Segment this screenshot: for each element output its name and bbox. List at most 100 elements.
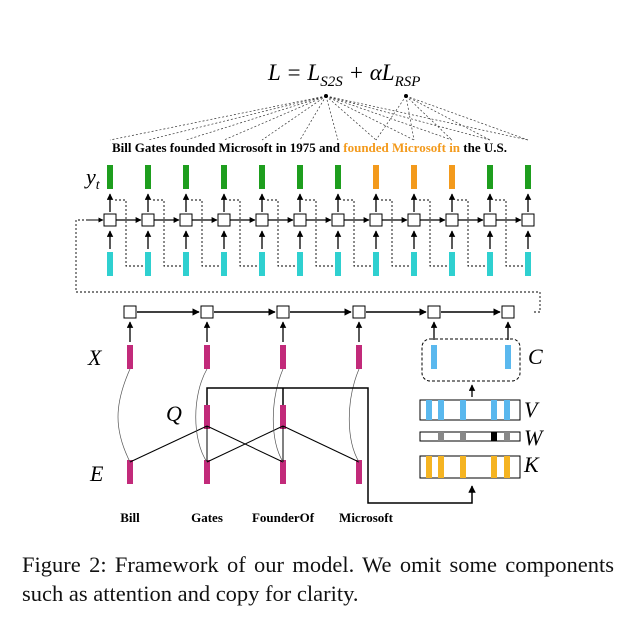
decoder-hidden-box — [445, 213, 459, 227]
label-v: V — [524, 397, 540, 422]
x-input-bar — [356, 345, 362, 369]
decoder-output-bar — [259, 165, 265, 189]
x-e-correspondence — [272, 368, 284, 463]
decoder-feedback-line — [495, 199, 523, 267]
encoder-hidden-box — [200, 305, 214, 319]
w-slot — [460, 432, 466, 441]
x-e-correspondence — [195, 368, 208, 463]
decoder-output-bar — [335, 165, 341, 189]
decoder-output-bar — [145, 165, 151, 189]
encoder-rnn — [117, 305, 515, 504]
k-slot — [438, 456, 444, 478]
w-slot — [504, 432, 510, 441]
decoder-feedback-line — [419, 199, 447, 267]
decoder-hidden-box — [369, 213, 383, 227]
decoder-input-bar — [411, 252, 417, 276]
v-slot — [491, 400, 497, 420]
loss-s2s-dot — [324, 94, 328, 98]
loss-s2s-line — [299, 95, 327, 141]
decoder-feedback-line — [457, 199, 485, 267]
k-slot — [426, 456, 432, 478]
decoder-feedback-line — [229, 199, 257, 267]
encoder-hidden-box — [501, 305, 515, 319]
decoder-input-bar — [449, 252, 455, 276]
e-bar — [204, 460, 210, 484]
decoder-output-bar — [487, 165, 493, 189]
decoder-hidden-box — [103, 213, 117, 227]
x-input-bar — [204, 345, 210, 369]
loss-s2s-line — [325, 95, 339, 141]
k-slot — [460, 456, 466, 478]
k-slot — [491, 456, 497, 478]
encoder-hidden-box — [352, 305, 366, 319]
e-bar — [127, 460, 133, 484]
loss-s2s-line — [325, 95, 529, 141]
decoder-feedback-line — [191, 199, 219, 267]
decoder-hidden-box — [407, 213, 421, 227]
loss-rsp-line — [405, 95, 491, 141]
loss-s2s-line — [223, 95, 327, 141]
decoder-output-bar — [449, 165, 455, 189]
e-bar — [356, 460, 362, 484]
encoder-hidden-box — [427, 305, 441, 319]
loss-s2s-line — [109, 95, 327, 141]
decoder-input-bar — [221, 252, 227, 276]
loss-s2s-line — [325, 95, 453, 141]
decoder-output-bar — [107, 165, 113, 189]
label-w: W — [524, 425, 544, 450]
entity-label: Gates — [191, 510, 223, 525]
decoder-hidden-box — [141, 213, 155, 227]
figure-caption: Figure 2: Framework of our model. We omi… — [22, 552, 614, 606]
decoder-feedback-line — [381, 199, 409, 267]
x-input-bar — [127, 345, 133, 369]
loss-s2s-line — [147, 95, 327, 141]
label-y-t: yt — [84, 164, 101, 193]
knowledge-memory — [419, 338, 521, 479]
decoder-rnn — [75, 165, 541, 313]
loss-s2s-line — [325, 95, 415, 141]
decoder-feedback-line — [343, 199, 371, 267]
entity-label: FounderOf — [252, 510, 315, 525]
encoder-hidden-box — [276, 305, 290, 319]
decoder-output-bar — [221, 165, 227, 189]
e-q-link — [206, 425, 284, 463]
w-slot — [491, 432, 497, 441]
loss-rsp-line — [405, 95, 415, 141]
decoder-input-bar — [525, 252, 531, 276]
q-bar — [280, 405, 286, 429]
label-k: K — [523, 452, 540, 477]
decoder-input-bar — [145, 252, 151, 276]
e-q-link — [282, 425, 360, 463]
c-container — [421, 338, 521, 382]
decoder-input-bar — [487, 252, 493, 276]
encoder-to-decoder-link — [75, 219, 541, 313]
v-slot — [504, 400, 510, 420]
decoder-hidden-box — [483, 213, 497, 227]
entity-label: Bill — [120, 510, 140, 525]
e-bar — [280, 460, 286, 484]
decoder-hidden-box — [293, 213, 307, 227]
decoder-hidden-box — [255, 213, 269, 227]
decoder-input-bar — [183, 252, 189, 276]
v-slot — [460, 400, 466, 420]
x-e-correspondence — [117, 368, 131, 463]
encoder-hidden-box — [123, 305, 137, 319]
decoder-feedback-line — [267, 199, 295, 267]
decoder-feedback-line — [115, 199, 143, 267]
e-q-link — [129, 425, 208, 463]
k-slot — [504, 456, 510, 478]
decoder-hidden-box — [179, 213, 193, 227]
decoder-input-bar — [259, 252, 265, 276]
label-c: C — [528, 344, 543, 369]
v-slot — [438, 400, 444, 420]
decoder-input-bar — [373, 252, 379, 276]
loss-s2s-line — [185, 95, 327, 141]
decoder-output-bar — [411, 165, 417, 189]
w-memory — [419, 431, 521, 442]
decoder-output-bar — [297, 165, 303, 189]
decoder-output-bar — [373, 165, 379, 189]
decoder-hidden-box — [331, 213, 345, 227]
q-bar — [204, 405, 210, 429]
label-e: E — [89, 461, 104, 486]
